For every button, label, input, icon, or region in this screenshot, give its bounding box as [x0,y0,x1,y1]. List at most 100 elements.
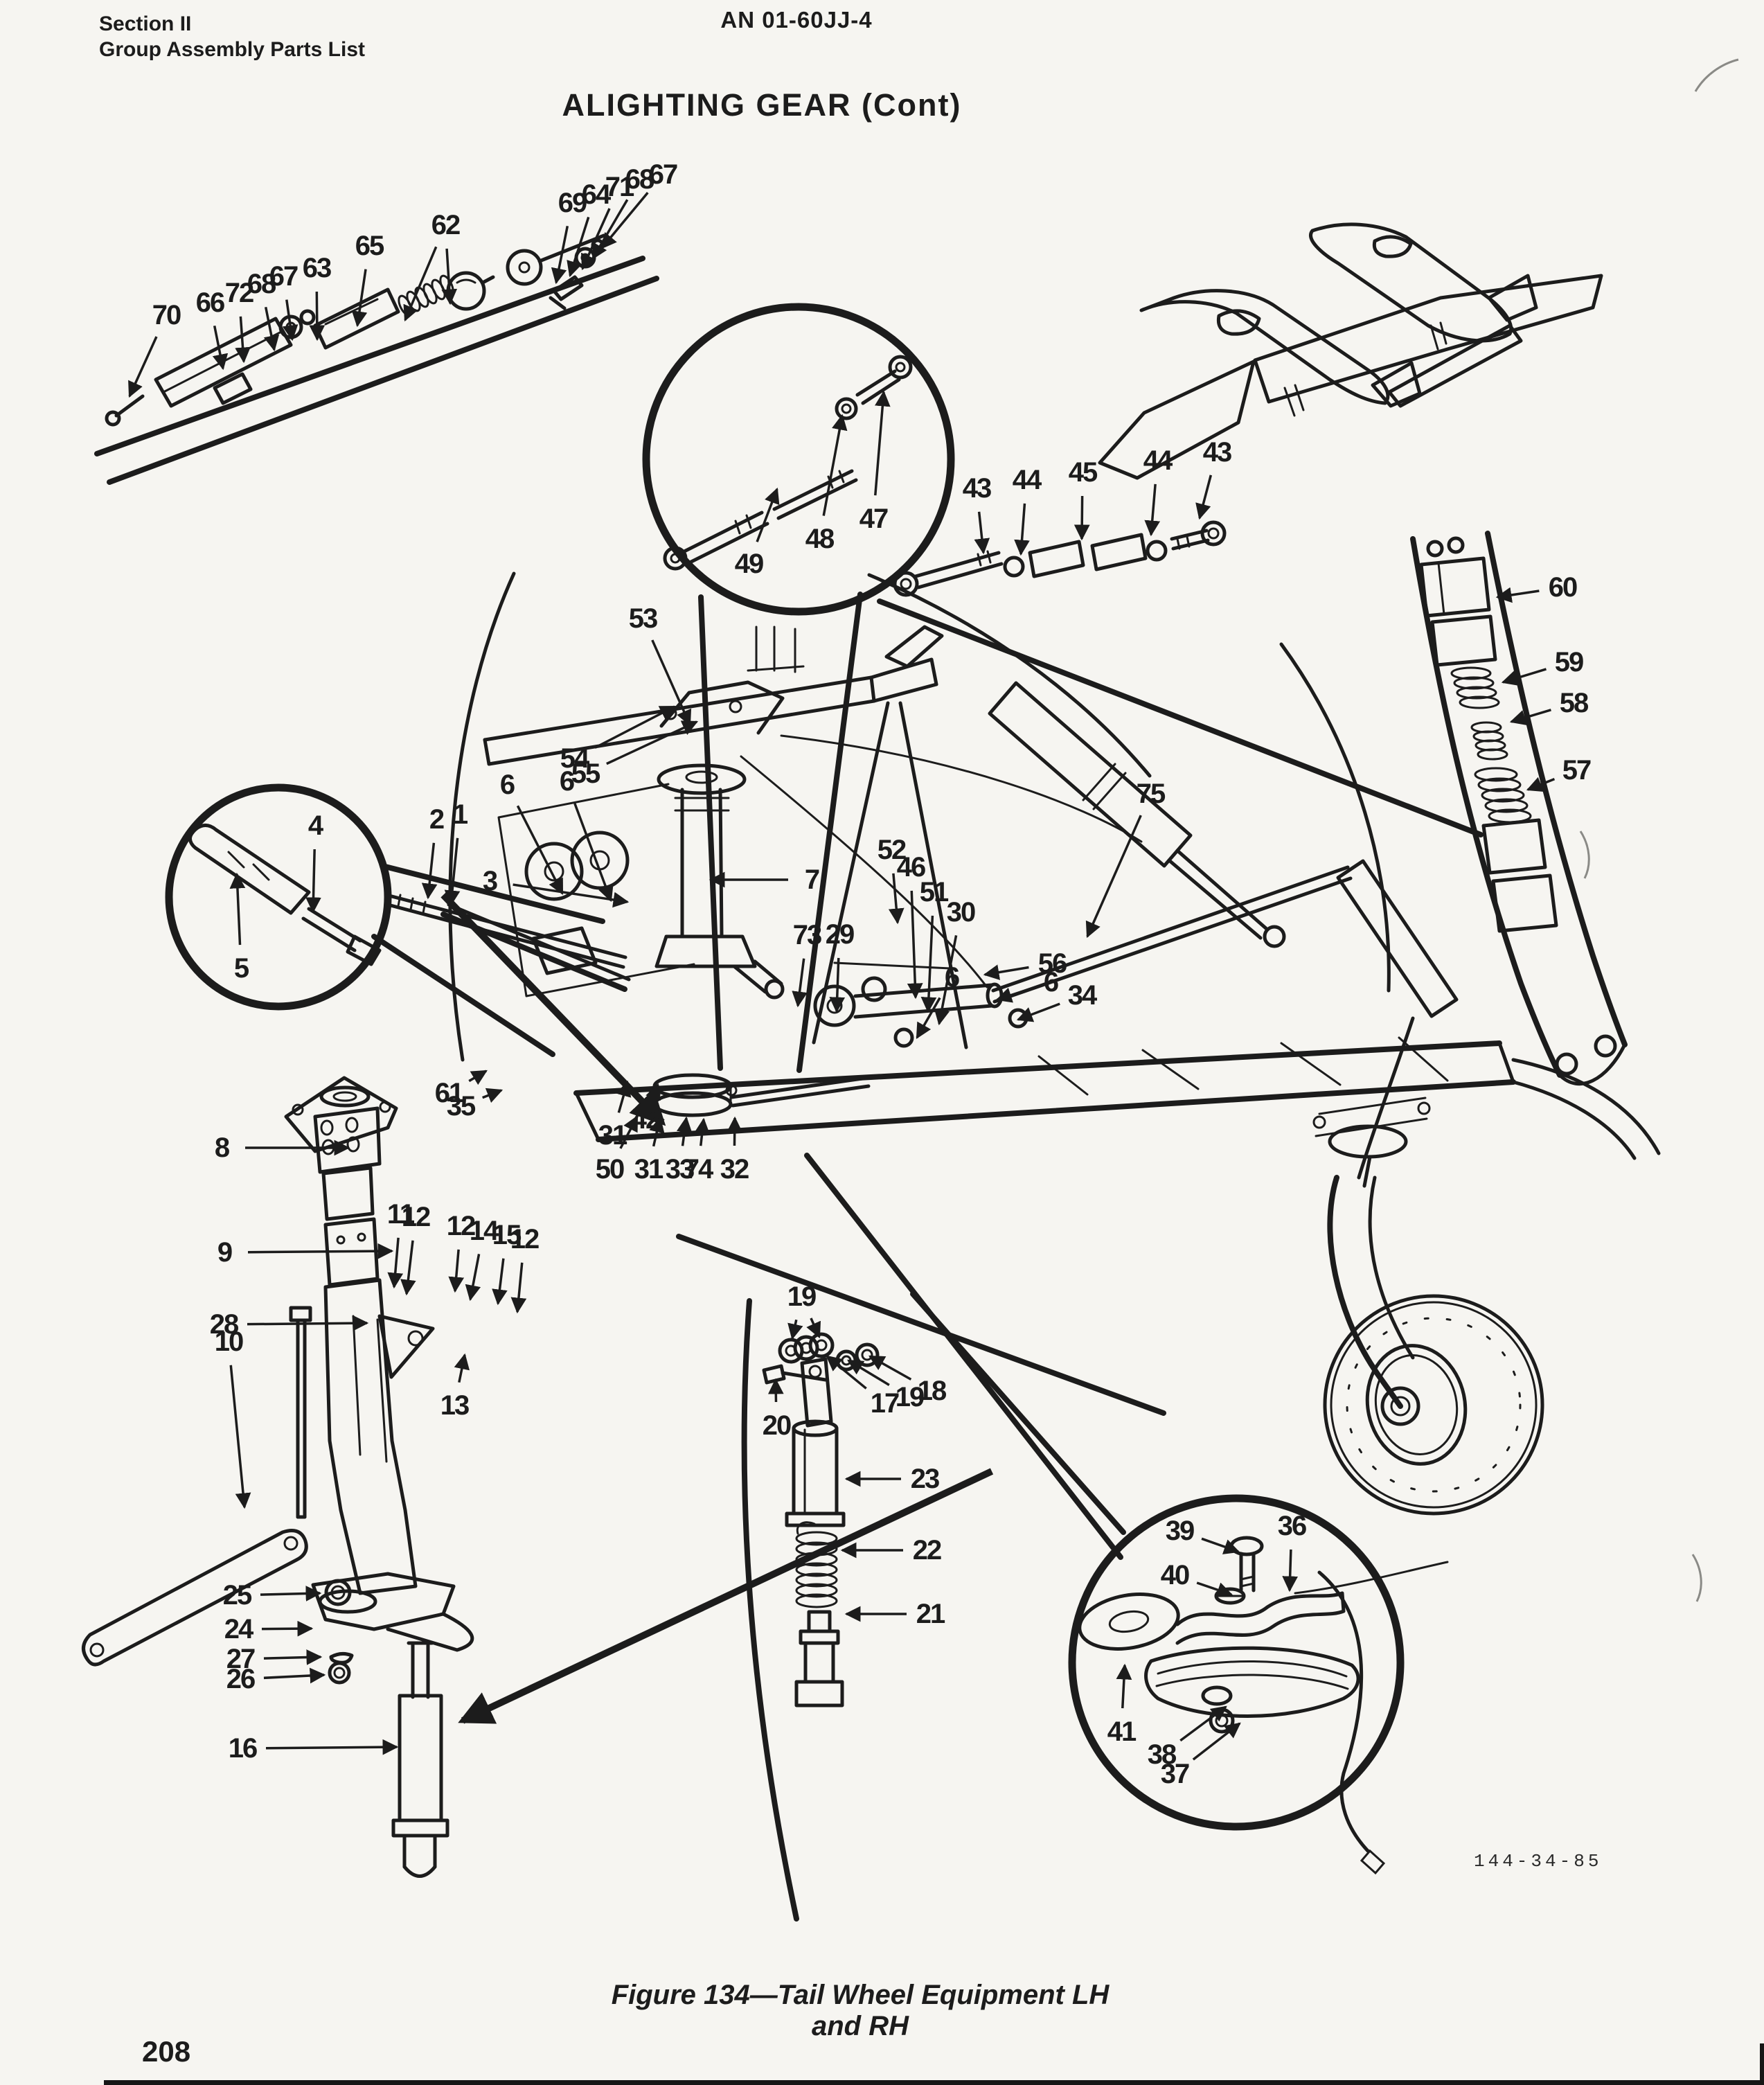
callout-leader-34 [1016,1002,1060,1022]
callout-label-19-75: 19 [896,1382,924,1412]
callout-label-18-76: 18 [918,1376,947,1406]
callout-label-5-26: 5 [234,953,249,984]
callout-label-51-40: 51 [920,877,949,907]
callout-label-13-66: 13 [440,1390,469,1421]
callout-label-20-73: 20 [763,1410,791,1441]
tailwheel-drawing [1312,1097,1544,1516]
callout-leader-41 [1116,1663,1132,1709]
callout-leader-61 [468,1070,488,1085]
callout-leader-57 [1526,777,1556,792]
callout-leader-65 [351,269,368,328]
callout-label-55-31: 55 [571,758,600,789]
callout-leader-51 [920,915,937,1013]
callout-label-61-47: 61 [435,1078,464,1108]
callout-leader-68 [591,199,629,260]
callout-leader-14 [465,1254,481,1302]
callout-leader-32 [727,1116,743,1146]
callout-label-45-18: 45 [1069,457,1098,488]
callout-leader-62 [441,248,458,305]
page-title: ALIGHTING GEAR (Cont) [562,87,962,123]
callout-label-71-10: 71 [605,172,634,202]
callout-label-68-11: 68 [625,164,654,195]
callout-leader-17 [826,1355,867,1390]
callout-leader-42 [645,1083,661,1101]
callout-label-4-25: 4 [308,810,324,841]
callout-leader-46 [907,890,923,1000]
callout-label-11-60: 11 [387,1199,415,1230]
callout-leader-6 [516,805,564,896]
steering-actuator-exploded-drawing [105,233,606,427]
callout-leader-38 [1179,1705,1227,1742]
callout-label-53-29: 53 [629,603,657,634]
figure-reference-number: 144-34-85 [1474,1851,1603,1872]
callout-leader-11 [387,1237,404,1289]
callout-label-28-58: 28 [210,1309,239,1340]
callout-label-73-36: 73 [793,920,821,950]
callout-leader-33 [676,1116,693,1146]
callout-label-6-46: 6 [945,962,959,993]
callout-leader-31 [649,1116,665,1147]
callout-label-15-64: 15 [492,1220,522,1250]
callout-label-58-23: 58 [1560,688,1589,718]
callout-label-10-59: 10 [215,1327,243,1357]
callout-label-6-32: 6 [500,770,515,800]
callout-label-43-16: 43 [963,473,991,504]
callout-label-12-65: 12 [510,1224,539,1254]
callout-label-37-85: 37 [1161,1759,1189,1789]
callout-leader-29 [829,957,846,1013]
callout-leader-12 [400,1240,416,1296]
callout-label-32-55: 32 [720,1154,749,1185]
callout-label-12-62: 12 [447,1211,475,1241]
callout-label-68-3: 68 [247,269,276,299]
callout-leader-39 [1201,1537,1240,1554]
callout-label-34-45: 34 [1068,980,1098,1011]
callout-label-41-83: 41 [1107,1716,1137,1747]
big-arrow-0 [440,892,666,1126]
callout-leader-26 [263,1667,326,1684]
callout-label-46-39: 46 [897,852,925,882]
callout-leader-28 [247,1315,369,1331]
callout-leader-37 [1192,1722,1241,1761]
callout-leader-19 [787,1319,803,1340]
aircraft-sketch [1098,222,1603,480]
callout-label-1-28: 1 [453,799,468,830]
callout-label-26-70: 26 [226,1664,255,1694]
callout-leader-6 [916,997,941,1039]
callout-leader-6 [573,803,614,903]
callout-label-64-9: 64 [582,179,612,210]
callout-label-40-82: 40 [1161,1560,1189,1590]
callout-label-6-33: 6 [560,766,574,797]
page-number: 208 [142,2035,191,2068]
callout-leader-71 [581,208,611,271]
callout-leader-43 [1195,474,1213,520]
callout-leader-67 [600,192,649,249]
callout-leader-49 [756,487,780,542]
center-assembly-drawing [384,625,1661,1180]
callout-label-72-2: 72 [225,278,253,308]
callout-label-3-35: 3 [483,866,497,896]
callout-leader-43 [974,511,990,555]
callout-leader-44 [1144,483,1161,537]
callout-label-49-13: 49 [735,549,763,579]
callout-label-33-53: 33 [666,1154,694,1185]
callout-leader-64 [567,216,590,278]
callout-leader-4 [305,849,321,914]
steering-rods-drawing [893,520,1227,597]
callout-leader-66 [212,325,229,371]
callout-label-38-84: 38 [1148,1739,1177,1770]
callout-label-56-43: 56 [1038,948,1067,979]
callout-label-66-1: 66 [196,287,224,318]
detail-circle-pin [165,783,392,1011]
callout-leader-45 [1073,495,1090,541]
callout-leader-60 [1495,587,1540,603]
callout-leader-16 [265,1739,399,1755]
callout-leader-54 [594,705,677,749]
callout-label-43-20: 43 [1203,437,1231,468]
callout-label-22-78: 22 [913,1535,941,1565]
callout-leader-9 [247,1243,394,1259]
callout-leader-13 [454,1353,470,1383]
callout-label-74-54: 74 [684,1154,714,1185]
callout-leader-25 [260,1586,322,1602]
shock-column-drawing [762,1332,880,1707]
